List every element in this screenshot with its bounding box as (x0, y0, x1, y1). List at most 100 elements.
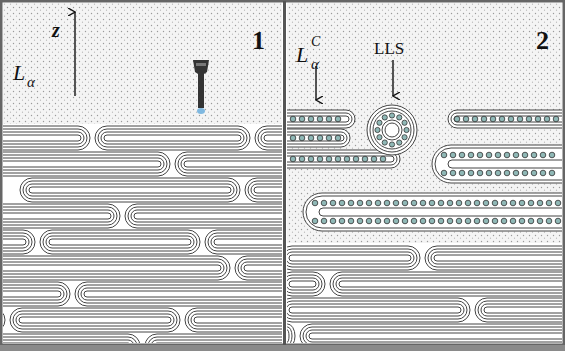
lamella-line (434, 255, 562, 261)
lamellar-stack (475, 298, 562, 322)
lamella-line (3, 334, 140, 343)
molecule-dot (450, 152, 456, 158)
molecule-dot (339, 218, 345, 224)
molecule-dot (366, 218, 372, 224)
lamella-line (131, 210, 282, 222)
molecule-dot (528, 218, 534, 224)
lamella-line (3, 132, 84, 144)
lamella-line (145, 334, 282, 343)
lamellae-panel-2 (287, 110, 562, 343)
lamella-line (244, 265, 282, 271)
lamellar-stack (3, 152, 170, 176)
lamellar-stack (303, 193, 562, 231)
lamellar-stack (330, 272, 562, 296)
lamella-line (3, 308, 5, 332)
structure-label: LLS (374, 40, 404, 57)
molecule-dot (483, 218, 489, 224)
molecule-dot (447, 200, 453, 206)
lamella-line (289, 255, 411, 261)
lamella-line (3, 256, 230, 280)
lamellar-stack (448, 110, 562, 128)
molecule-dot (402, 120, 407, 125)
molecule-dot (472, 116, 478, 122)
phase-subscript: α (27, 75, 35, 90)
lamella-line (287, 324, 295, 343)
lamella-line (287, 129, 350, 147)
molecule-dot (317, 156, 323, 162)
lamella-line (448, 110, 562, 128)
lamellar-stack (125, 204, 282, 228)
lamellar-stack (40, 230, 200, 254)
molecule-dot (468, 152, 474, 158)
lamella-line (104, 135, 241, 141)
lamella-line (49, 239, 191, 245)
lamellar-stack (319, 208, 562, 216)
lamellar-stack (3, 126, 90, 150)
molecule-dot (555, 218, 561, 224)
lamella-line (235, 256, 282, 280)
molecule-dot (411, 218, 417, 224)
molecule-dot (481, 116, 487, 122)
molecule-dot (402, 135, 407, 140)
molecule-dot (495, 170, 501, 176)
molecule-dot (486, 170, 492, 176)
axis-label: z (52, 20, 60, 40)
molecule-dot (330, 200, 336, 206)
molecule-dot (404, 127, 409, 132)
molecule-dot (335, 135, 341, 141)
lamella-line (475, 298, 562, 322)
molecule-dot (555, 200, 561, 206)
lamella-line (43, 233, 197, 251)
molecule-dot (535, 116, 541, 122)
lamellar-stack (3, 334, 140, 343)
lamella-line (3, 161, 161, 167)
lamella-line (3, 207, 117, 225)
lamella-line (3, 282, 70, 306)
lamella-line (125, 204, 282, 228)
molecule-dot (382, 115, 387, 120)
lamellar-stack (448, 160, 562, 168)
molecule-dot (492, 200, 498, 206)
molecule-dot (483, 200, 489, 206)
molecule-dot (513, 170, 519, 176)
lamella-line (425, 246, 562, 270)
lamella-line (3, 337, 137, 343)
molecule-dot (326, 116, 332, 122)
molecule-dot (389, 113, 394, 118)
lamellar-stack (3, 308, 5, 332)
lamella-line (287, 330, 289, 342)
lamella-line (194, 317, 282, 323)
lamellar-stack (3, 282, 70, 306)
molecule-dot (456, 218, 462, 224)
lamella-line (3, 230, 35, 254)
lamellar-stack (235, 256, 282, 280)
lamella-line (451, 113, 562, 125)
lamellar-stack (75, 282, 282, 306)
lamellar-stack (20, 178, 240, 202)
molecule-dot (519, 200, 525, 206)
molecule-dot (330, 218, 336, 224)
lamellar-stack (3, 230, 35, 254)
molecule-dot (504, 152, 510, 158)
molecule-dot (308, 135, 314, 141)
lamella-line (289, 281, 316, 287)
molecule-dot (321, 200, 327, 206)
lamella-line (336, 278, 562, 290)
lamellar-stack (175, 152, 282, 176)
lamella-line (287, 113, 352, 125)
lamella-line (287, 132, 347, 144)
lamella-line (3, 288, 64, 300)
lamella-line (3, 126, 90, 150)
lamellar-stack (287, 298, 470, 322)
molecule-dot (474, 200, 480, 206)
molecule-dot (456, 200, 462, 206)
lamella-line (287, 252, 414, 264)
molecule-dot (528, 200, 534, 206)
panel-number: 2 (536, 28, 549, 54)
molecule-dot (375, 200, 381, 206)
lamella-line (287, 135, 344, 141)
molecule-dot (377, 120, 382, 125)
lamella-line (19, 317, 171, 323)
lamellar-stack (245, 178, 282, 202)
